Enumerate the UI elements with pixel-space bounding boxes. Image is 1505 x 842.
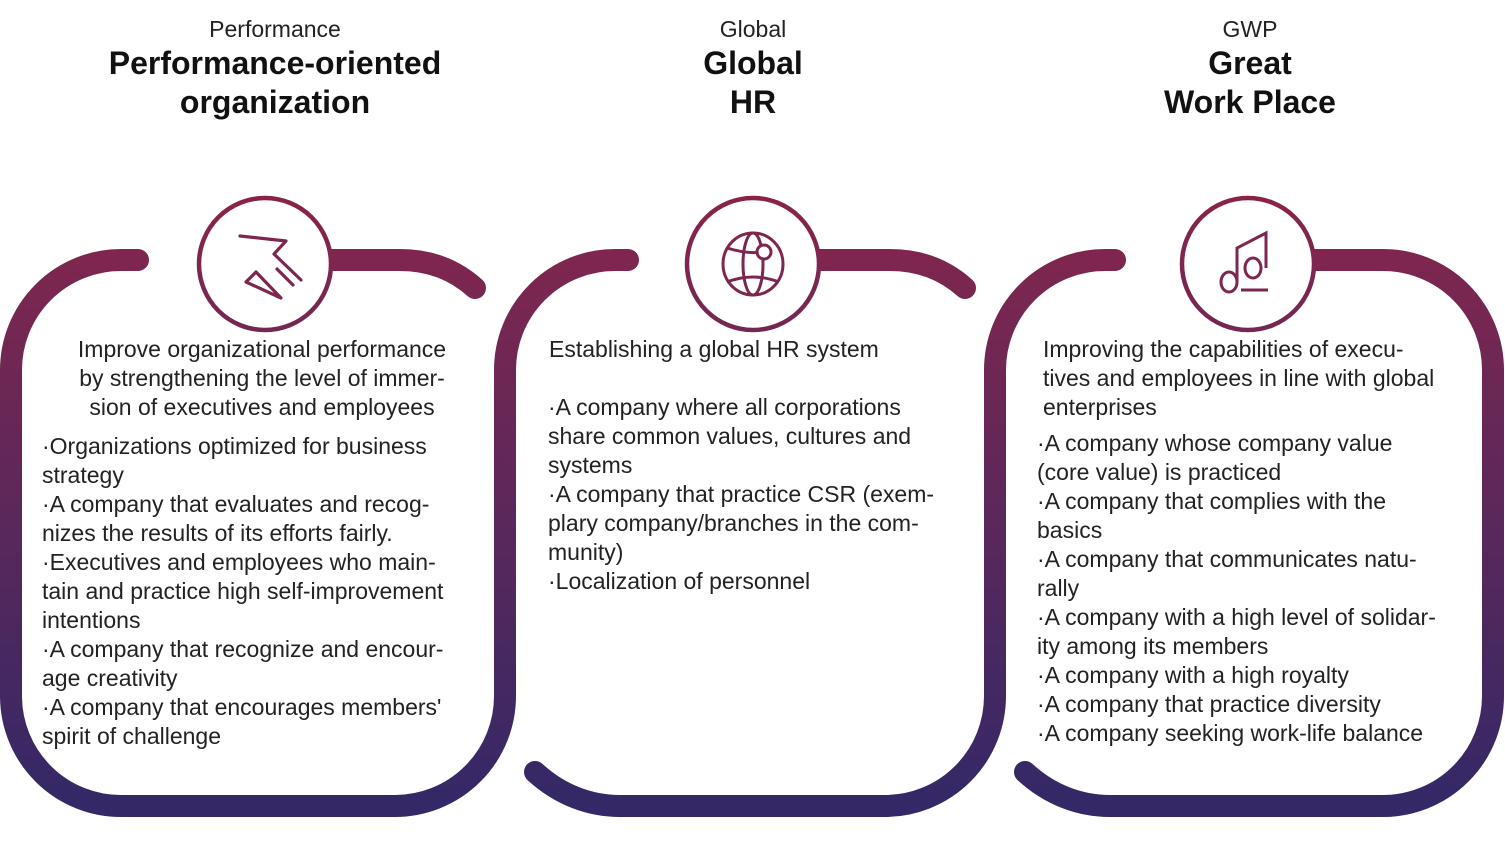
intro-performance: Improve organizational performance by st… <box>42 335 482 422</box>
intro-line: enterprises <box>1043 394 1157 420</box>
bullet-line: ·Organizations optimized for business <box>42 433 427 459</box>
bullet-line: ·A company that complies with the <box>1037 488 1386 514</box>
bullet-line: ·A company with a high level of solidar- <box>1037 604 1436 630</box>
bullet-line: ·A company that recognize and encour- <box>42 636 444 662</box>
bullet-line: plary company/branches in the com- <box>548 510 919 536</box>
column-label: Performance <box>209 16 341 42</box>
bullets-gwp: ·A company whose company value (core val… <box>1037 429 1436 748</box>
bullet-line: nizes the results of its efforts fairly. <box>42 520 393 546</box>
bullet-line: spirit of challenge <box>42 723 221 749</box>
bullet-line: munity) <box>548 539 624 565</box>
bullet-line: age creativity <box>42 665 178 691</box>
column-title-line: Global <box>703 45 803 81</box>
bullet-line: basics <box>1037 517 1103 543</box>
bullets-global: ·A company where all corporations share … <box>548 393 934 596</box>
intro-line: Improving the capabilities of execu- <box>1043 336 1404 362</box>
bullet-line: (core value) is practiced <box>1037 459 1282 485</box>
bullet-line: strategy <box>42 462 124 488</box>
bullet-line: systems <box>548 452 633 478</box>
globe-icon <box>721 231 785 297</box>
column-header-global: Global Global HR <box>503 14 1003 122</box>
frame-middle-top-right <box>807 249 976 299</box>
icon-circle-global <box>684 195 822 333</box>
intro-line: Establishing a global HR system <box>549 336 879 362</box>
bullet-line: ity among its members <box>1037 633 1269 659</box>
bullet-line: ·A company that practice diversity <box>1037 691 1381 717</box>
icon-circle-gwp <box>1179 195 1317 333</box>
bullet-line: ·Executives and employees who main- <box>42 549 436 575</box>
column-header-performance: Performance Performance-oriented organiz… <box>25 14 525 122</box>
cursor-click-icon <box>238 234 303 300</box>
column-title-line: Performance-oriented <box>108 45 442 81</box>
intro-line: sion of executives and employees <box>89 394 435 420</box>
column-label: GWP <box>1222 16 1278 42</box>
frame-middle-panel <box>524 249 1126 817</box>
column-label: Global <box>719 16 787 42</box>
bullet-line: ·A company whose company value <box>1037 430 1393 456</box>
bullet-line: rally <box>1037 575 1080 601</box>
bullet-line: ·A company that communicates natu- <box>1037 546 1417 572</box>
frame-left-top-right <box>319 249 486 299</box>
bullet-line: ·Localization of personnel <box>548 568 811 594</box>
frame-right-panel <box>1014 249 1504 817</box>
bullet-line: intentions <box>42 607 141 633</box>
bullet-line: ·A company that encourages members' <box>42 694 442 720</box>
column-title-line: organization <box>179 84 371 120</box>
column-header-gwp: GWP Great Work Place <box>1000 14 1500 122</box>
bullet-line: share common values, cultures and <box>548 423 912 449</box>
intro-global: Establishing a global HR system <box>549 335 879 364</box>
music-note-icon <box>1219 230 1268 294</box>
bullet-line: ·A company seeking work-life balance <box>1037 720 1424 746</box>
bullets-performance: ·Organizations optimized for business st… <box>42 432 443 751</box>
bullet-line: ·A company where all corporations <box>548 394 901 420</box>
bullet-line: tain and practice high self-improvement <box>42 578 444 604</box>
intro-line: by strengthening the level of immer- <box>79 365 445 391</box>
column-title-line: Great <box>1208 45 1292 81</box>
intro-line: Improve organizational performance <box>77 336 447 362</box>
bullet-line: ·A company that evaluates and recog- <box>42 491 430 517</box>
bullet-line: ·A company that practice CSR (exem- <box>548 481 935 507</box>
frame-left-panel <box>0 249 639 817</box>
column-title-line: Work Place <box>1164 84 1336 120</box>
intro-line: tives and employees in line with global <box>1043 365 1435 391</box>
bullet-line: ·A company with a high royalty <box>1037 662 1349 688</box>
intro-gwp: Improving the capabilities of execu- tiv… <box>1043 335 1434 422</box>
icon-circle-performance <box>196 195 334 333</box>
column-title-line: HR <box>729 84 777 120</box>
